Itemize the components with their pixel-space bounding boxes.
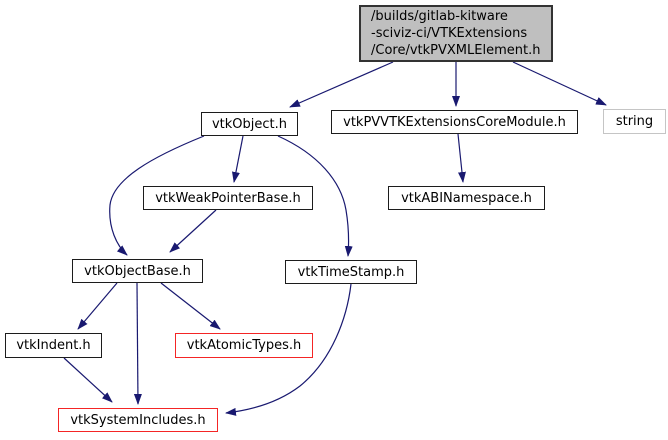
edge-vtkobject-to-objectbase <box>109 135 205 256</box>
graph-node-vtksystemincludes-h[interactable]: vtkSystemIncludes.h <box>58 408 218 432</box>
graph-node-root-vtkpvxmlelement-h[interactable]: /builds/gitlab-kitware -sciviz-ci/VTKExt… <box>359 5 553 62</box>
graph-node-vtktimestamp-h[interactable]: vtkTimeStamp.h <box>285 260 417 284</box>
graph-node-vtkobject-h[interactable]: vtkObject.h <box>201 112 298 136</box>
graph-node-label: vtkPVVTKExtensionsCoreModule.h <box>343 114 566 130</box>
graph-node-vtkabinamespace-h[interactable]: vtkABINamespace.h <box>388 186 545 210</box>
edge-root-to-vtkobject <box>289 61 394 108</box>
graph-node-label: vtkObject.h <box>211 116 288 132</box>
graph-node-label: vtkAtomicTypes.h <box>186 338 302 353</box>
graph-node-label: vtkObjectBase.h <box>84 263 191 279</box>
edge-coremodule-to-abinamespace <box>457 133 466 183</box>
graph-node-label: vtkWeakPointerBase.h <box>155 190 301 206</box>
edge-vtkobject-to-timestamp <box>277 135 353 257</box>
graph-node-vtkpvvtkextensionscoremodule-h[interactable]: vtkPVVTKExtensionsCoreModule.h <box>331 110 578 134</box>
edge-root-to-string <box>512 61 607 106</box>
edge-objectbase-to-atomictypes <box>160 282 221 330</box>
edge-indent-to-systemincludes <box>63 357 113 403</box>
edge-vtkobject-to-weakpointerbase <box>231 135 244 183</box>
edge-objectbase-to-indent <box>77 282 118 330</box>
graph-node-vtkobjectbase-h[interactable]: vtkObjectBase.h <box>72 259 203 283</box>
graph-node-root-label: /builds/gitlab-kitware -sciviz-ci/VTKExt… <box>371 9 541 58</box>
graph-node-string: string <box>603 109 666 134</box>
graph-node-label: vtkABINamespace.h <box>401 190 532 206</box>
graph-node-vtkweakpointerbase-h[interactable]: vtkWeakPointerBase.h <box>143 186 313 210</box>
graph-node-label: vtkIndent.h <box>16 338 91 353</box>
edge-objectbase-to-systemincludes <box>133 282 142 405</box>
graph-node-label: string <box>615 114 654 129</box>
graph-node-vtkindent-h[interactable]: vtkIndent.h <box>5 333 102 358</box>
graph-node-label: vtkTimeStamp.h <box>297 264 405 280</box>
edge-timestamp-to-systemincludes <box>225 283 352 416</box>
graph-node-vtkatomictypes-h[interactable]: vtkAtomicTypes.h <box>175 333 313 358</box>
edge-weakpointerbase-to-objectbase <box>169 209 217 253</box>
graph-node-label: vtkSystemIncludes.h <box>70 412 206 428</box>
